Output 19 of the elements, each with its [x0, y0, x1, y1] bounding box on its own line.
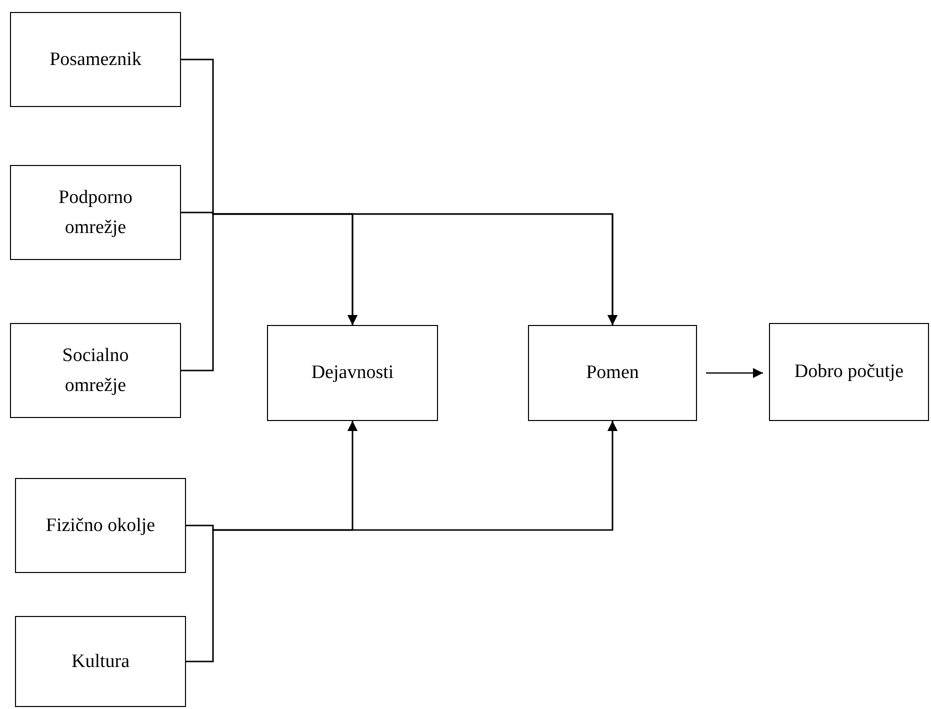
box-label: Kultura — [71, 650, 130, 674]
process-box — [267, 325, 438, 421]
process-box — [769, 323, 929, 421]
process-box — [10, 165, 181, 260]
box-label: Dobro počutje — [794, 360, 904, 384]
process-box — [15, 478, 186, 573]
process-box — [528, 325, 697, 421]
box-label: Socialno omrežje — [61, 344, 130, 398]
box-label: Dejavnosti — [311, 361, 394, 385]
box-label: Posameznik — [50, 48, 142, 72]
process-box — [10, 323, 181, 418]
box-label: Pomen — [586, 361, 639, 385]
box-label: Fizično okolje — [46, 514, 156, 538]
box-label: Podporno omrežje — [58, 186, 134, 240]
process-box — [10, 12, 181, 107]
arrow — [706, 368, 763, 378]
process-box — [15, 616, 186, 707]
arrow — [186, 421, 618, 662]
arrow — [181, 213, 618, 372]
